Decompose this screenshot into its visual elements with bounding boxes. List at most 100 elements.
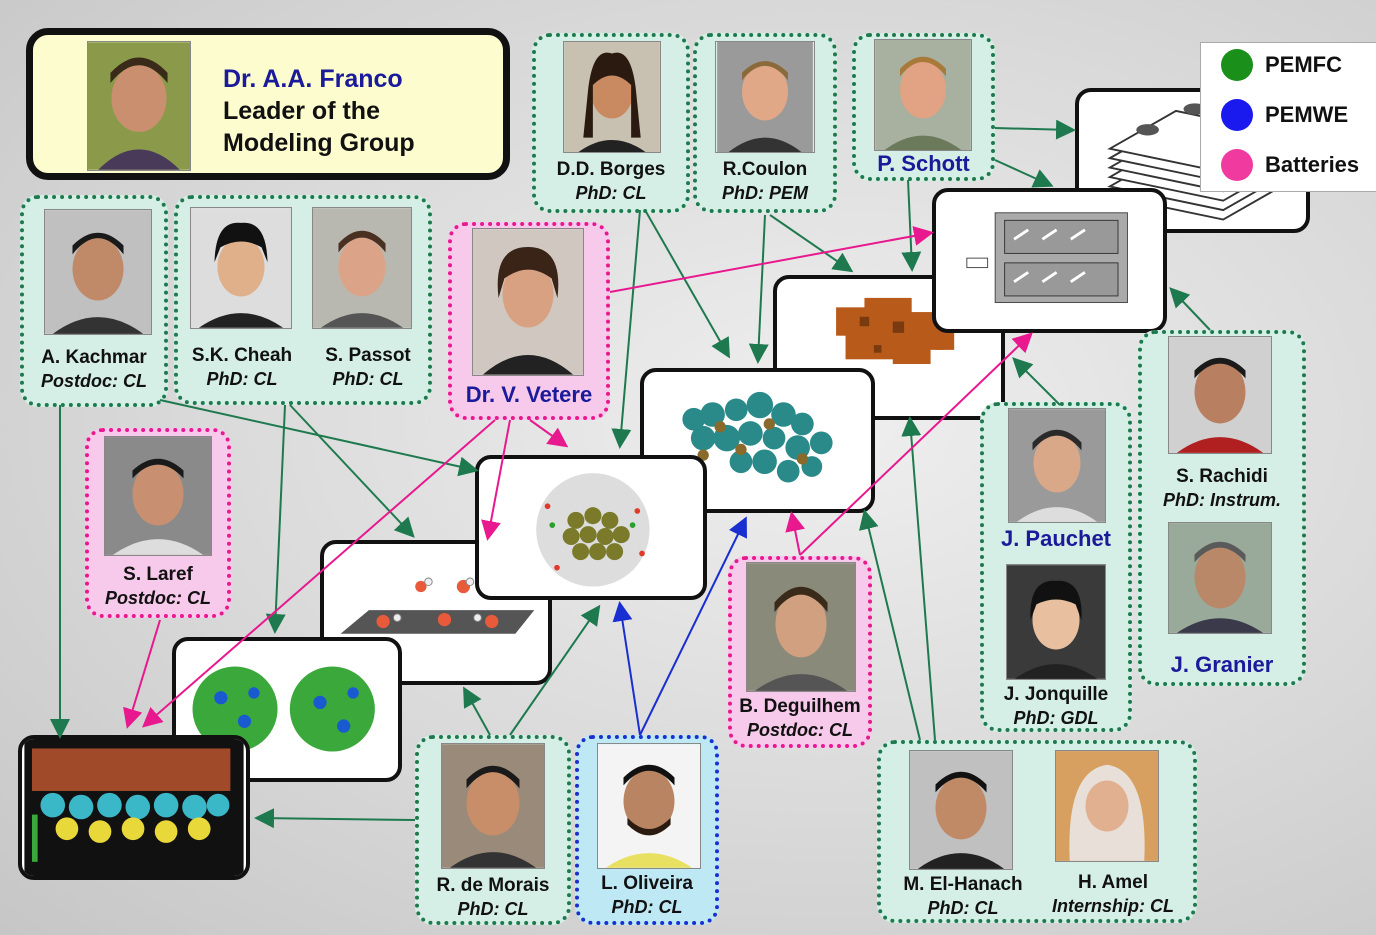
arrow-green [748,214,769,364]
person-name: P. Schott [877,151,970,176]
person-name: J. Jonquille [1003,684,1109,705]
arrow-green [994,119,1076,140]
person-card-demorais: R. de Morais PhD: CL [415,735,571,925]
person-photo [190,207,292,329]
person-name: R. de Morais [436,875,550,896]
person-name: D.D. Borges [556,159,666,180]
legend: PEMFC PEMWE Batteries [1200,42,1376,192]
person-photo [597,743,701,869]
cell-3d-diagram [932,188,1167,333]
person-card-vetere: Dr. V. Vetere [448,222,610,420]
person-role: Postdoc: CL [41,371,147,391]
person-role: PhD: CL [927,898,999,918]
portrait-icon [717,42,813,152]
portrait-icon [598,744,700,868]
person-card-kachmar: A. Kachmar Postdoc: CL [20,195,168,407]
person-role: Postdoc: CL [105,588,211,608]
leader-title-line1: Leader of the [223,97,380,125]
person-photo [874,39,972,151]
arrow-pink [123,619,161,729]
person-card-rachidi-granier: S. Rachidi PhD: Instrum. J. Granier [1138,330,1306,686]
portrait-icon [105,437,211,555]
person-role: PhD: Instrum. [1162,490,1281,510]
arrow-green [611,209,641,449]
arrow-green [644,209,730,359]
pink-dot-icon [1221,149,1253,181]
portrait-icon [191,208,291,328]
arrow-green [1169,287,1211,331]
arrow-pink [785,511,805,556]
person-name: S.K. Cheah [191,345,293,366]
leader-title-line2: Modeling Group [223,129,415,157]
person-name: B. Deguilhem [739,696,861,717]
portrait-icon [910,751,1012,869]
person-photo [1006,564,1106,680]
portrait-icon [442,744,544,868]
electrode-interface-image [18,735,250,880]
blue-dot-icon [1221,99,1253,131]
arrow-green [265,404,286,634]
arrow-green [463,686,491,736]
person-name: Dr. V. Vetere [465,382,593,407]
person-role: PhD: CL [332,369,404,389]
person-role: PhD: CL [611,897,683,917]
arrow-green [289,404,415,538]
arrow-green [254,808,416,829]
person-photo [104,436,212,556]
portrait-icon [747,563,855,691]
portrait-icon [473,229,583,375]
person-role: PhD: PEM [721,183,808,203]
person-photo [1055,750,1159,862]
person-photo [909,750,1013,870]
person-name: L. Oliveira [601,873,693,894]
person-photo [746,562,856,692]
person-photo [44,209,152,335]
arrow-green [901,416,936,741]
arrow-green [769,214,854,273]
portrait-icon [875,40,971,150]
leader-card: Dr. A.A. Franco Leader of the Modeling G… [26,28,510,180]
person-name: S. Passot [325,345,411,366]
legend-item-pemfc: PEMFC [1221,45,1342,85]
person-name: A. Kachmar [41,347,147,368]
portrait-icon [1169,523,1271,633]
person-role: Internship: CL [1052,896,1174,916]
person-name: J. Pauchet [1000,526,1112,551]
portrait-icon [45,210,151,334]
person-photo [1008,408,1106,523]
person-role: PhD: CL [575,183,647,203]
person-photo [715,41,815,153]
green-dot-icon [1221,49,1253,81]
legend-item-pemwe: PEMWE [1221,95,1348,135]
portrait-icon [1007,565,1105,679]
person-photo [1168,336,1272,454]
person-name: R.Coulon [722,159,808,180]
portrait-icon [1009,409,1105,522]
person-photo [1168,522,1272,634]
person-card-deguilhem: B. Deguilhem Postdoc: CL [728,556,872,748]
portrait-icon [1056,751,1158,861]
person-name: H. Amel [1077,872,1149,893]
person-card-pauchet-jonquille: J. Pauchet J. Jonquille PhD: GDL [980,402,1132,732]
person-card-elhanach-amel: M. El-Hanach PhD: CL H. Amel Internship:… [877,740,1197,923]
person-photo [441,743,545,869]
person-name: S. Laref [123,564,193,585]
legend-item-batteries: Batteries [1221,145,1359,185]
person-name: J. Granier [1170,652,1274,677]
person-name: M. El-Hanach [903,874,1023,895]
person-role: PhD: GDL [1013,708,1099,728]
portrait-icon [88,42,190,170]
person-role: PhD: CL [206,369,278,389]
person-card-schott: P. Schott [852,33,995,181]
arrow-blue [612,601,641,736]
person-card-borges: D.D. Borges PhD: CL [532,33,690,213]
person-card-cheah-passot: S.K. Cheah PhD: CL S. Passot PhD: CL [174,195,432,405]
person-card-coulon: R.Coulon PhD: PEM [693,33,837,213]
person-role: PhD: CL [457,899,529,919]
arrow-green [901,179,922,272]
leader-photo [87,41,191,171]
nanoparticle-image [475,455,707,600]
arrow-pink [529,419,569,448]
person-photo [563,41,661,153]
person-photo [472,228,584,376]
